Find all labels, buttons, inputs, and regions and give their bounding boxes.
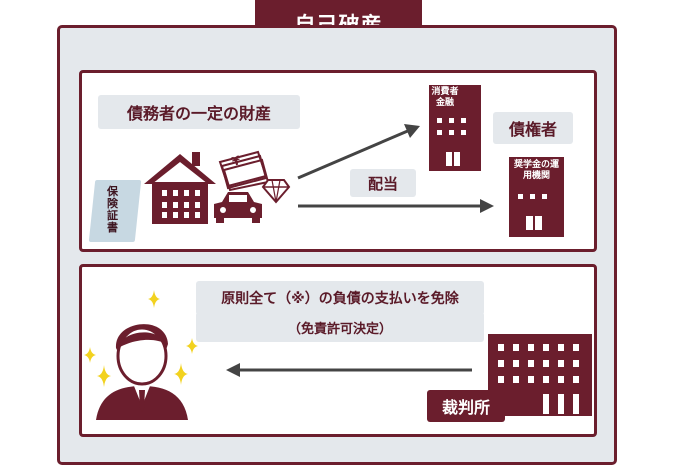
window-icon — [461, 130, 466, 135]
distribution-label: 配当 — [350, 169, 416, 197]
exemption-text-line2: （免責許可決定） — [196, 312, 484, 342]
window-icon — [530, 194, 535, 199]
sparkle-icon — [174, 363, 188, 385]
creditors-label: 債権者 — [493, 112, 573, 144]
banknotes-icon — [218, 150, 270, 192]
court-label: 裁判所 — [427, 390, 505, 422]
sparkle-icon — [84, 347, 96, 363]
window-icon — [461, 118, 466, 123]
distribution-arrow-lower — [298, 199, 494, 213]
scholarship-organization-label: 奨学金の運用機関 — [513, 160, 559, 181]
distribution-arrow-upper — [297, 124, 420, 180]
sparkle-icon — [148, 290, 160, 308]
building-door — [533, 216, 535, 230]
debtor-person-icon — [96, 324, 188, 420]
exemption-text-line1: 原則全て（※）の負債の支払いを免除 — [196, 281, 484, 315]
court-building-icon — [488, 334, 592, 416]
sparkle-icon — [97, 365, 111, 387]
debtor-assets-label: 債務者の一定の財産 — [98, 95, 300, 129]
car-icon — [214, 192, 262, 223]
building-door — [452, 152, 454, 166]
window-icon — [437, 130, 442, 135]
window-icon — [449, 118, 454, 123]
insurance-certificate-label: 保険証書 — [107, 185, 118, 234]
diamond-icon — [261, 179, 291, 204]
consumer-finance-label: 消費者金融 — [431, 87, 459, 108]
window-icon — [449, 130, 454, 135]
window-icon — [542, 194, 547, 199]
window-icon — [518, 194, 523, 199]
sparkle-icon — [186, 338, 198, 354]
house-icon — [144, 152, 216, 224]
exemption-arrow — [226, 363, 472, 377]
window-icon — [437, 118, 442, 123]
